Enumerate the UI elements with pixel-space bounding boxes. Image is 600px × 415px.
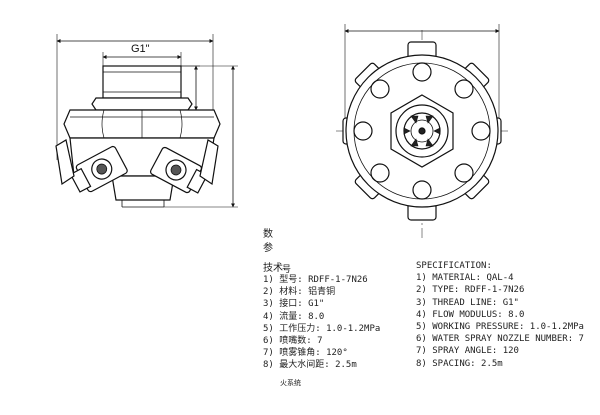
front-view bbox=[55, 34, 238, 208]
en-spec-line: 1) MATERIAL: QAL-4 bbox=[416, 273, 514, 284]
cn-spec-line: 5) 工作压力: 1.0-1.2MPa bbox=[263, 323, 381, 334]
cn-spec-line: 1) 型号: RDFF-1-7N26 bbox=[263, 275, 368, 285]
cn-spec-line: 2) 材料: 铝青铜 bbox=[263, 287, 336, 298]
cn-intro-overlap: 号 bbox=[282, 264, 291, 275]
thread-size-label: G1" bbox=[131, 43, 150, 55]
end-view bbox=[336, 24, 508, 238]
chinese-spec-list: 1) 型号: RDFF-1-7N26 2) 材料: 铝青铜 3) 接口: G1"… bbox=[263, 274, 380, 372]
cn-spec-line: 6) 喷嘴数: 7 bbox=[263, 336, 323, 347]
thread-connector bbox=[102, 65, 182, 99]
hex-collar bbox=[91, 97, 193, 111]
en-spec-line: 3) THREAD LINE: G1" bbox=[416, 297, 519, 308]
en-spec-line: 5) WORKING PRESSURE: 1.0-1.2MPa bbox=[416, 322, 584, 333]
cn-heading-1: 数 bbox=[263, 227, 273, 240]
cn-intro: 技术 bbox=[263, 261, 283, 274]
en-spec-line: 7) SPRAY ANGLE: 120 bbox=[416, 346, 519, 357]
cn-spec-line: 4) 流量: 8.0 bbox=[263, 311, 325, 322]
cn-spec-line: 8) 最大水间距: 2.5m bbox=[263, 360, 357, 371]
english-spec: SPECIFICATION: 1) MATERIAL: QAL-4 2) TYP… bbox=[416, 260, 584, 370]
cn-spec-line: 7) 喷雾锥角: 120° bbox=[263, 348, 348, 359]
en-spec-line: 4) FLOW MODULUS: 8.0 bbox=[416, 309, 525, 320]
left-spray-nozzle bbox=[69, 145, 128, 193]
cn-footnote: 火系统 bbox=[280, 378, 301, 387]
en-spec-line: 6) WATER SPRAY NOZZLE NUMBER: 7 bbox=[416, 334, 584, 345]
cn-spec-line: 3) 接口: G1" bbox=[263, 299, 325, 310]
en-spec-line: 2) TYPE: RDFF-1-7N26 bbox=[416, 285, 525, 296]
spec-title: SPECIFICATION: bbox=[416, 261, 492, 271]
cn-heading-2: 参 bbox=[263, 241, 273, 254]
en-spec-line: 8) SPACING: 2.5m bbox=[416, 358, 503, 369]
